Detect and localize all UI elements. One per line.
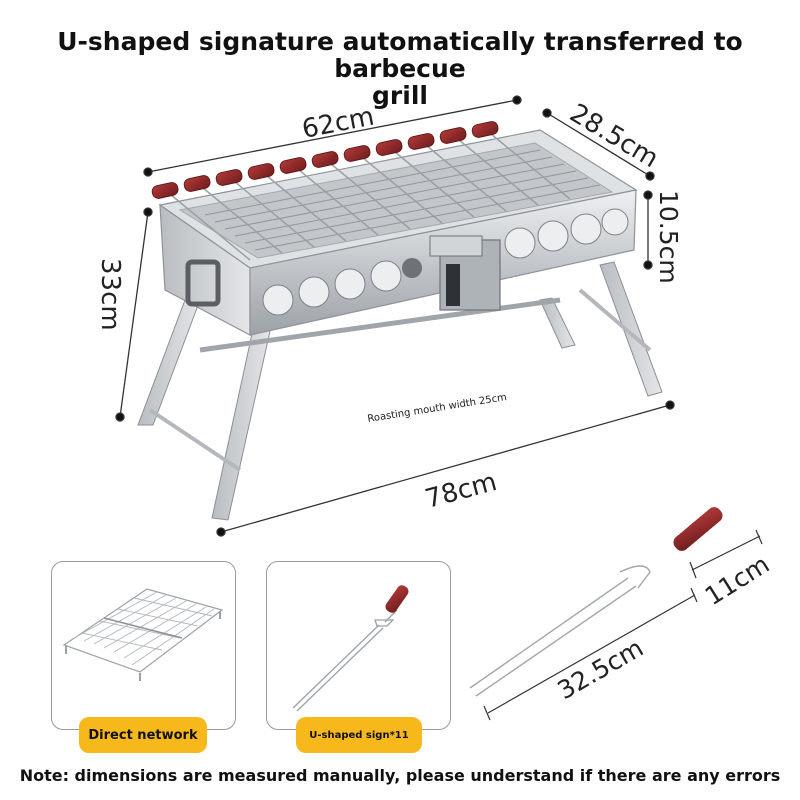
title-line-2: grill xyxy=(372,81,428,110)
measurement-note: Note: dimensions are measured manually, … xyxy=(19,766,781,785)
grill-net-image xyxy=(62,588,224,681)
net-panel xyxy=(51,561,236,730)
skewer-image xyxy=(292,585,409,712)
dimension-lines xyxy=(115,95,675,537)
length-label: 62cm xyxy=(300,102,377,145)
grill-illustration: 62cm 28.5cm 10.5cm 33cm 78cm Roasting mo… xyxy=(95,95,683,537)
fork-length-label: 32.5cm xyxy=(553,633,649,705)
fork-width-label: 11cm xyxy=(700,549,775,611)
grill-legs xyxy=(137,261,663,521)
title-line-1: U-shaped signature automatically transfe… xyxy=(57,27,743,83)
page-title: U-shaped signature automatically transfe… xyxy=(0,28,800,109)
fork-handle-icon xyxy=(673,507,723,551)
skewer-handle-icon xyxy=(385,585,409,613)
box-height-label: 10.5cm xyxy=(654,190,683,284)
net-badge: Direct network xyxy=(79,717,207,753)
total-height-label: 33cm xyxy=(95,258,125,331)
skewer-badge: U-shaped sign*11 xyxy=(296,717,422,753)
fork-dimension-illustration: 11cm 32.5cm xyxy=(469,507,775,721)
grill-box xyxy=(158,129,638,336)
roasting-mouth-label: Roasting mouth width 25cm xyxy=(367,392,508,425)
skewer-handles xyxy=(151,121,571,261)
skewer-panel xyxy=(266,561,451,730)
